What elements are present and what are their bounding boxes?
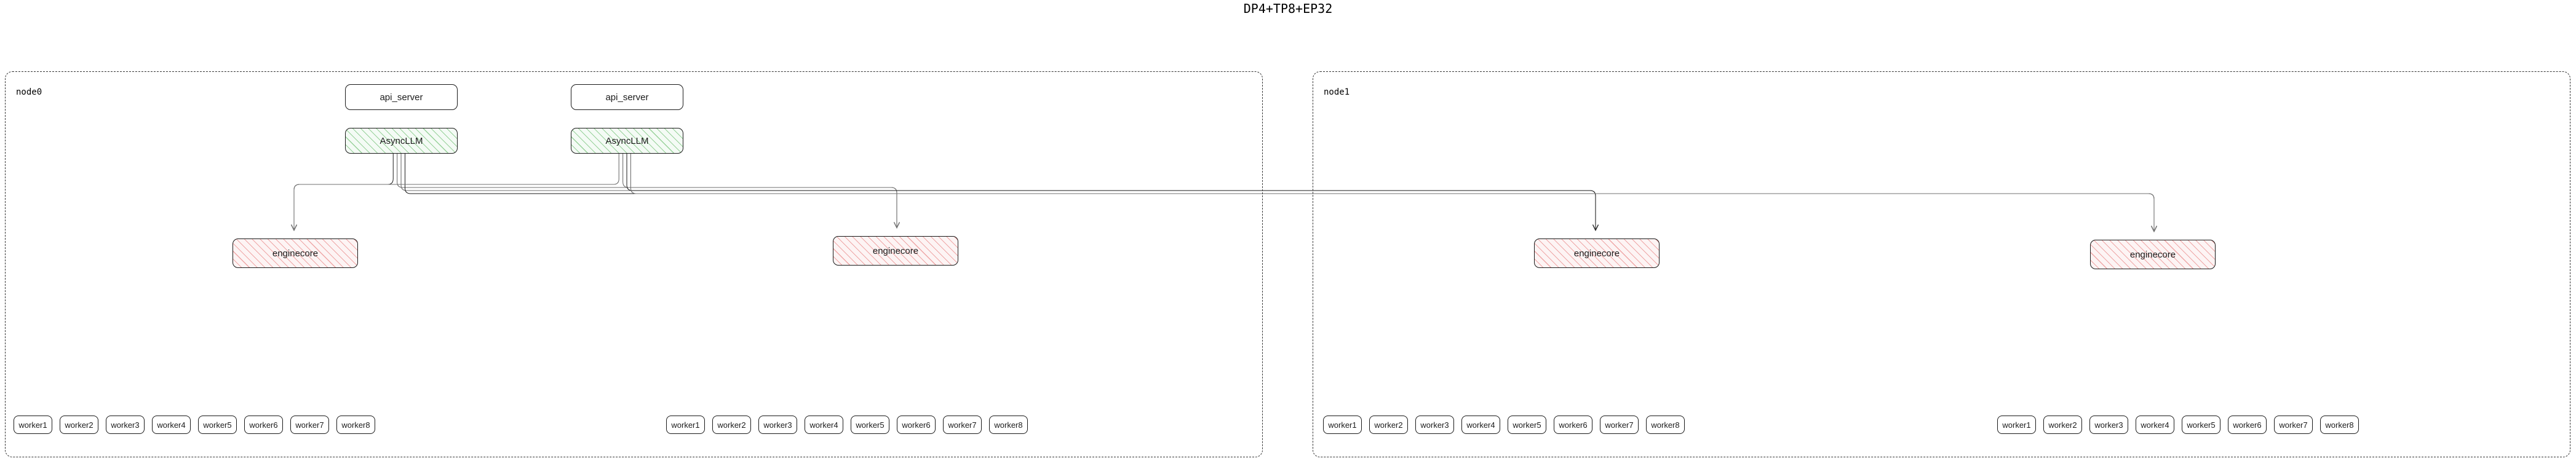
worker-box-wg3-8[interactable]: worker8	[2320, 416, 2359, 434]
cluster-node0	[5, 71, 1263, 457]
worker-box-wg2-8[interactable]: worker8	[1646, 416, 1685, 434]
worker-box-wg3-5[interactable]: worker5	[2182, 416, 2220, 434]
worker-box-wg0-7[interactable]: worker7	[290, 416, 329, 434]
worker-box-wg0-3[interactable]: worker3	[106, 416, 145, 434]
worker-box-wg3-4-label: worker4	[2141, 420, 2169, 430]
enginecore-box-ec0[interactable]: enginecore	[233, 238, 358, 268]
worker-box-wg2-1[interactable]: worker1	[1323, 416, 1362, 434]
api-server-box-api1[interactable]: api_server	[571, 84, 683, 110]
worker-box-wg0-8[interactable]: worker8	[336, 416, 375, 434]
worker-box-wg3-7[interactable]: worker7	[2274, 416, 2313, 434]
worker-box-wg2-6[interactable]: worker6	[1554, 416, 1592, 434]
asyncllm-box-async0[interactable]: AsyncLLM	[345, 128, 458, 154]
worker-box-wg0-2[interactable]: worker2	[60, 416, 98, 434]
worker-box-wg3-5-label: worker5	[2187, 420, 2216, 430]
worker-box-wg3-1[interactable]: worker1	[1997, 416, 2036, 434]
worker-box-wg0-6-label: worker6	[249, 420, 278, 430]
worker-box-wg1-6[interactable]: worker6	[897, 416, 936, 434]
worker-box-wg2-4-label: worker4	[1466, 420, 1495, 430]
worker-box-wg1-2-label: worker2	[717, 420, 746, 430]
worker-box-wg0-5[interactable]: worker5	[198, 416, 237, 434]
worker-box-wg1-7[interactable]: worker7	[943, 416, 982, 434]
worker-box-wg1-2[interactable]: worker2	[712, 416, 751, 434]
worker-box-wg0-8-label: worker8	[341, 420, 370, 430]
asyncllm-box-async1[interactable]: AsyncLLM	[571, 128, 683, 154]
worker-box-wg3-6[interactable]: worker6	[2228, 416, 2267, 434]
worker-box-wg1-8-label: worker8	[994, 420, 1023, 430]
worker-box-wg0-6[interactable]: worker6	[244, 416, 283, 434]
worker-box-wg2-7[interactable]: worker7	[1600, 416, 1639, 434]
enginecore-box-ec0-label: enginecore	[272, 248, 319, 259]
worker-box-wg2-3[interactable]: worker3	[1415, 416, 1454, 434]
api-server-box-api0-label: api_server	[380, 92, 423, 103]
worker-box-wg0-1[interactable]: worker1	[14, 416, 52, 434]
worker-box-wg0-5-label: worker5	[203, 420, 232, 430]
asyncllm-box-async1-label: AsyncLLM	[605, 135, 649, 146]
worker-box-wg2-5[interactable]: worker5	[1508, 416, 1546, 434]
worker-box-wg1-7-label: worker7	[948, 420, 977, 430]
worker-box-wg3-7-label: worker7	[2279, 420, 2308, 430]
worker-box-wg1-8[interactable]: worker8	[989, 416, 1028, 434]
worker-box-wg2-5-label: worker5	[1513, 420, 1541, 430]
worker-box-wg2-2[interactable]: worker2	[1369, 416, 1408, 434]
worker-box-wg1-5-label: worker5	[856, 420, 885, 430]
worker-box-wg2-7-label: worker7	[1605, 420, 1634, 430]
worker-box-wg2-8-label: worker8	[1651, 420, 1680, 430]
worker-box-wg1-3-label: worker3	[763, 420, 792, 430]
enginecore-box-ec3[interactable]: enginecore	[2090, 240, 2216, 269]
worker-box-wg3-2-label: worker2	[2048, 420, 2077, 430]
worker-box-wg1-5[interactable]: worker5	[851, 416, 889, 434]
worker-box-wg3-2[interactable]: worker2	[2043, 416, 2082, 434]
api-server-box-api1-label: api_server	[605, 92, 649, 103]
worker-box-wg3-6-label: worker6	[2233, 420, 2262, 430]
enginecore-box-ec3-label: enginecore	[2129, 249, 2176, 260]
worker-box-wg2-3-label: worker3	[1420, 420, 1449, 430]
worker-box-wg1-3[interactable]: worker3	[758, 416, 797, 434]
worker-box-wg3-3[interactable]: worker3	[2089, 416, 2128, 434]
enginecore-box-ec1[interactable]: enginecore	[833, 236, 958, 266]
worker-box-wg1-4-label: worker4	[809, 420, 838, 430]
worker-box-wg0-4[interactable]: worker4	[152, 416, 191, 434]
cluster-node1	[1313, 71, 2570, 457]
worker-box-wg1-6-label: worker6	[902, 420, 931, 430]
worker-box-wg3-1-label: worker1	[2002, 420, 2031, 430]
worker-box-wg2-1-label: worker1	[1328, 420, 1357, 430]
worker-box-wg2-4[interactable]: worker4	[1461, 416, 1500, 434]
cluster-label-node1: node1	[1324, 87, 1350, 97]
worker-box-wg0-2-label: worker2	[65, 420, 93, 430]
worker-box-wg0-3-label: worker3	[111, 420, 140, 430]
enginecore-box-ec1-label: enginecore	[872, 245, 919, 256]
worker-box-wg1-4[interactable]: worker4	[805, 416, 843, 434]
worker-box-wg3-3-label: worker3	[2094, 420, 2123, 430]
worker-box-wg2-2-label: worker2	[1374, 420, 1403, 430]
worker-box-wg0-1-label: worker1	[18, 420, 47, 430]
api-server-box-api0[interactable]: api_server	[345, 84, 458, 110]
page-title: DP4+TP8+EP32	[1243, 1, 1333, 16]
worker-box-wg1-1-label: worker1	[671, 420, 700, 430]
cluster-label-node0: node0	[16, 87, 42, 97]
enginecore-box-ec2-label: enginecore	[1573, 248, 1620, 259]
asyncllm-box-async0-label: AsyncLLM	[380, 135, 423, 146]
worker-box-wg0-4-label: worker4	[157, 420, 186, 430]
worker-box-wg3-4[interactable]: worker4	[2136, 416, 2174, 434]
worker-box-wg2-6-label: worker6	[1559, 420, 1588, 430]
worker-box-wg1-1[interactable]: worker1	[666, 416, 705, 434]
worker-box-wg3-8-label: worker8	[2325, 420, 2354, 430]
worker-box-wg0-7-label: worker7	[295, 420, 324, 430]
enginecore-box-ec2[interactable]: enginecore	[1534, 238, 1660, 268]
